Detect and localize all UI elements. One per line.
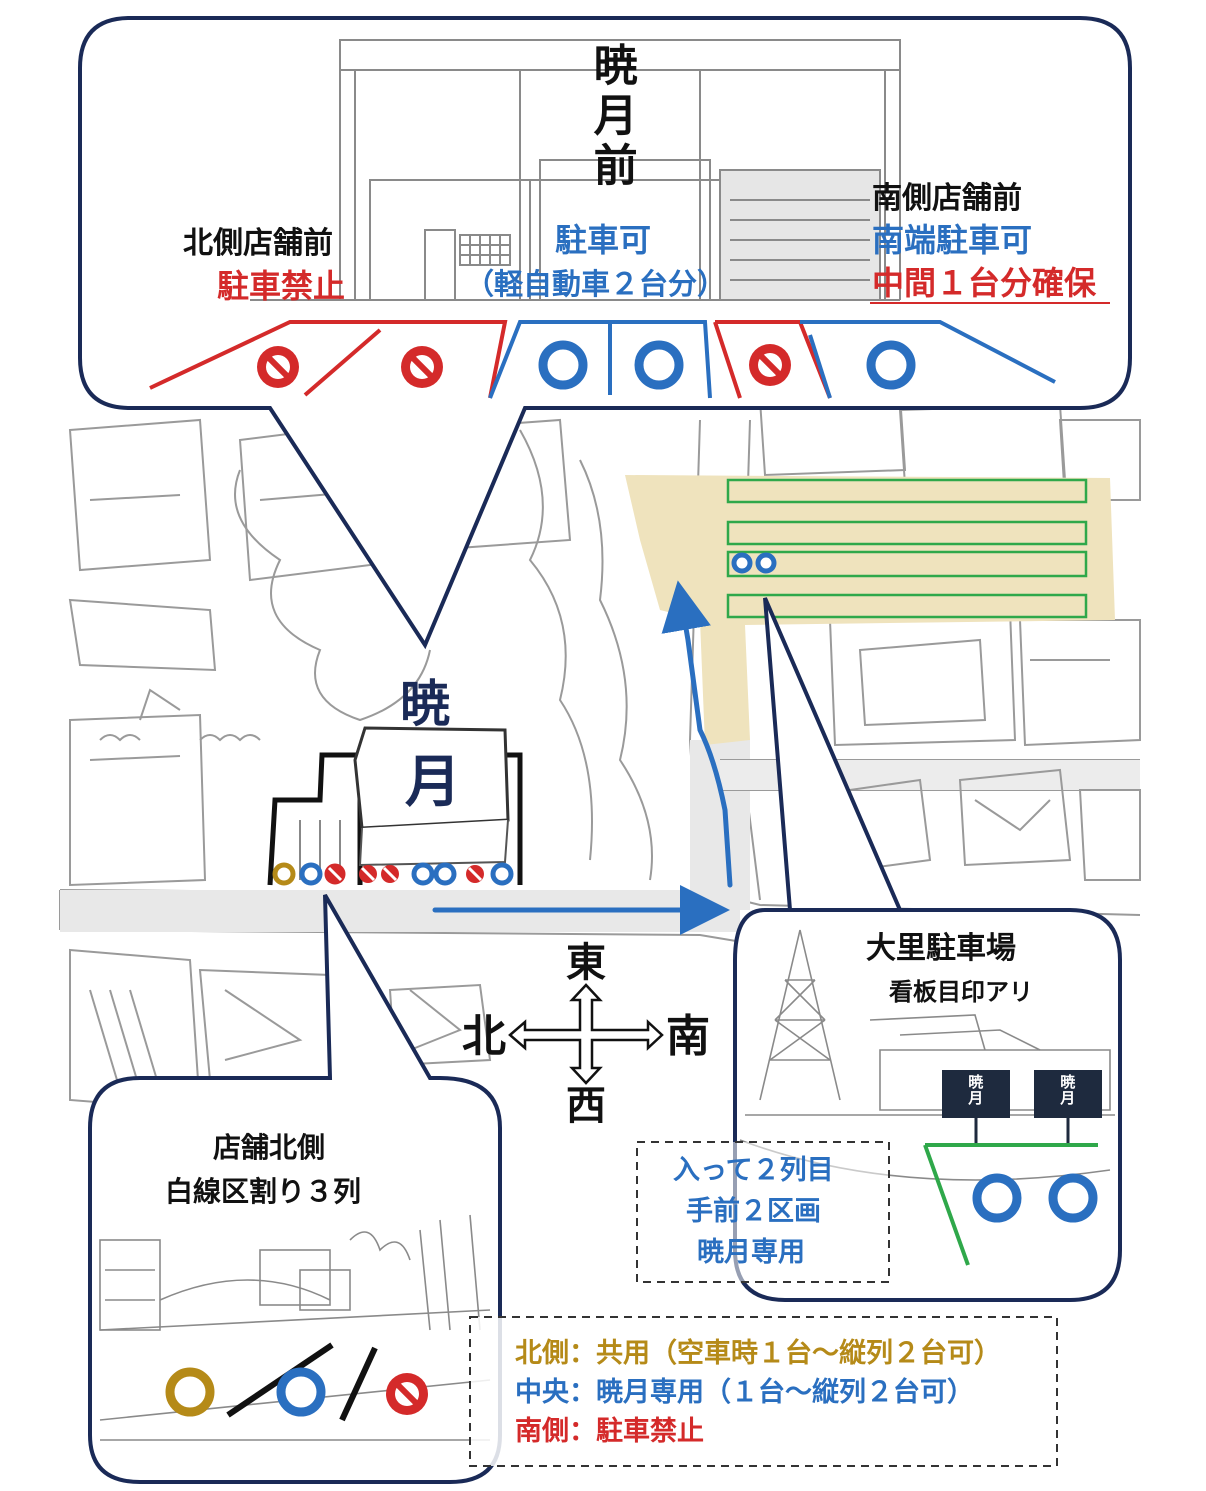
legend-row-center: 中央：暁月専用（１台〜縦列２台可）: [515, 1377, 1001, 1408]
legend-desc: 共用（空車時１台〜縦列２台可）: [596, 1338, 1001, 1369]
route-arrow-icon: [432, 580, 733, 935]
legend-box: [469, 1316, 1058, 1467]
prohibited-icon: [386, 1373, 428, 1415]
compass-south: 南: [666, 1011, 710, 1062]
parking-row-3: [726, 550, 1088, 578]
legend-row-south: 南側：駐車禁止: [515, 1416, 1001, 1447]
prohibited-icon: [401, 346, 443, 388]
legend-area: 北側: [515, 1338, 569, 1369]
ok-circle-icon: [490, 862, 514, 886]
south-front-note: 中間１台分確保: [872, 264, 1097, 302]
instruction-line-2: 手前２区画: [686, 1196, 821, 1227]
south-front-status: 南端駐車可: [872, 221, 1033, 259]
lot-sign: [942, 1070, 1010, 1118]
legend-area: 中央: [515, 1377, 569, 1409]
legend-desc: 駐車禁止: [596, 1416, 704, 1448]
legend: 北側：共用（空車時１台〜縦列２台可） 中央：暁月専用（１台〜縦列２台可） 南側：…: [515, 1338, 1001, 1447]
instruction-line-1: 入って２列目: [673, 1155, 834, 1186]
lot-sign-text-1: 暁月: [966, 1074, 985, 1106]
parking-row-1: [726, 478, 1088, 504]
prohibited-icon: [749, 344, 791, 386]
compass-west: 西: [566, 1082, 606, 1129]
legend-area: 南側: [515, 1416, 569, 1448]
ok-circle-icon: [299, 862, 323, 886]
center-front-note: （軽自動車２台分）: [465, 267, 727, 301]
instruction-box: [636, 1141, 890, 1283]
ok-circle-icon: [634, 340, 684, 390]
ok-circle-icon: [731, 552, 753, 574]
ok-circle-icon: [276, 1367, 326, 1417]
compass-north: 北: [462, 1011, 506, 1062]
parking-lot-area: [625, 475, 1115, 745]
compass-arrow-icon: [508, 983, 664, 1085]
shared-circle-icon: [272, 862, 296, 886]
north-front-status: 駐車禁止: [217, 267, 346, 305]
north-front-title: 北側店舗前: [183, 226, 333, 261]
legend-sep: ：: [569, 1416, 596, 1448]
store-name-vertical: 暁月前: [585, 42, 637, 192]
south-front-title: 南側店舗前: [872, 181, 1022, 216]
osato-lot-callout: [733, 597, 1122, 1302]
north-side-title-2: 白線区割り３列: [165, 1175, 362, 1208]
osato-lot-title: 大里駐車場: [866, 931, 1016, 966]
prohibited-icon: [257, 346, 299, 388]
osato-lot-subtitle: 看板目印アリ: [889, 977, 1033, 1006]
ok-circle-icon: [1048, 1173, 1098, 1223]
ok-circle-icon: [755, 552, 777, 574]
parking-row-4: [726, 593, 1088, 619]
ok-circle-icon: [972, 1173, 1022, 1223]
instruction-line-3: 暁月専用: [697, 1237, 805, 1268]
lot-sign-text-2: 暁月: [1058, 1074, 1077, 1106]
legend-row-north: 北側：共用（空車時１台〜縦列２台可）: [515, 1338, 1001, 1369]
store-map-label-1: 暁: [400, 674, 450, 733]
store-building: [267, 726, 523, 886]
legend-desc: 暁月専用（１台〜縦列２台可）: [596, 1377, 974, 1409]
north-side-callout: [88, 894, 502, 1484]
ok-circle-icon: [411, 862, 435, 886]
lot-sign: [1034, 1070, 1102, 1118]
compass-east: 東: [566, 939, 606, 986]
legend-sep: ：: [569, 1338, 596, 1369]
north-side-title-1: 店舗北側: [213, 1131, 326, 1164]
center-front-status: 駐車可: [555, 221, 652, 259]
store-map-label-2: 月: [405, 749, 461, 815]
ok-circle-icon: [538, 340, 588, 390]
legend-sep: ：: [569, 1377, 596, 1409]
ok-circle-icon: [866, 340, 916, 390]
ok-circle-icon: [433, 862, 457, 886]
parking-row-2: [726, 520, 1088, 546]
shared-circle-icon: [165, 1367, 215, 1417]
store-front-marks: [272, 862, 514, 886]
store-front-callout: [78, 16, 1132, 650]
